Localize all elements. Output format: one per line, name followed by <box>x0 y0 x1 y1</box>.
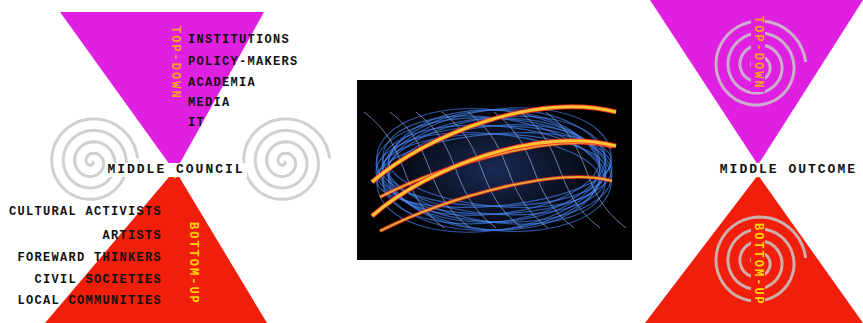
torus-lines <box>364 92 626 247</box>
direction-label: TOP-DOWN <box>751 14 765 92</box>
triangle-region: BOTTOM-UP <box>645 175 863 323</box>
spiral <box>716 21 806 105</box>
triangle-region: TOP-DOWN <box>650 0 863 165</box>
actor-label: CIVIL SOCIETIES <box>34 273 162 287</box>
direction-label: TOP-DOWN <box>168 24 182 102</box>
spiral <box>244 119 330 199</box>
actor-label: ACADEMIA <box>188 76 256 90</box>
actor-label: CULTURAL ACTIVISTS <box>9 205 162 219</box>
direction-label: BOTTOM-UP <box>751 221 765 308</box>
actor-label: MEDIA <box>188 96 231 110</box>
actor-label: LOCAL COMMUNITIES <box>17 294 162 308</box>
spiral <box>52 119 138 199</box>
middle-label: MIDDLE COUNCIL <box>105 163 246 177</box>
middle-label: MIDDLE OUTCOME <box>718 163 859 177</box>
direction-label: BOTTOM-UP <box>186 220 200 307</box>
actor-label: FOREWARD THINKERS <box>17 251 162 265</box>
image-frame <box>357 80 632 260</box>
actor-label: POLICY-MAKERS <box>188 55 299 69</box>
spiral <box>716 217 806 301</box>
actor-label: IT <box>188 116 205 130</box>
actor-label: INSTITUTIONS <box>188 33 290 47</box>
actor-label: ARTISTS <box>102 229 162 243</box>
